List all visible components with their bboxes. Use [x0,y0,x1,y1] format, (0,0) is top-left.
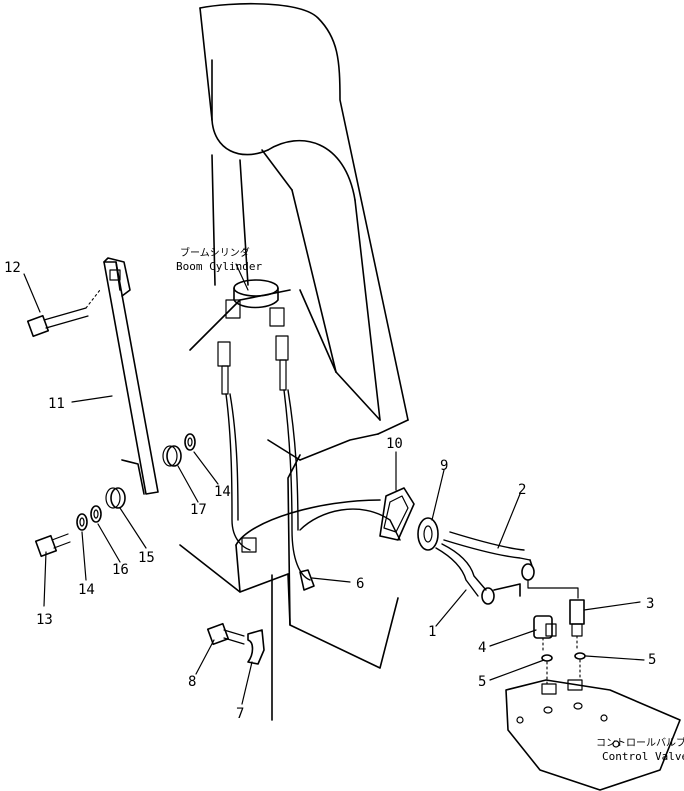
left-hose [217,341,257,553]
callout-11: 11 [48,396,65,412]
callout-5-left: 5 [478,674,486,690]
washer-14-upper [184,433,196,451]
spacer-17 [162,445,182,467]
plate-9 [417,517,439,551]
callout-15: 15 [138,550,155,566]
elbow-4 [533,615,557,651]
callout-10: 10 [386,436,403,452]
callout-16: 16 [112,562,129,578]
boom-cylinder [225,279,285,327]
o-ring-5-right [574,652,586,660]
o-ring-5-left [541,654,553,662]
boom-cylinder-jp-label: ブームシリンダ [180,246,250,259]
callout-17: 17 [190,502,207,518]
control-valve-jp-label: コントロールバルブ [596,736,684,749]
adapter-3 [527,579,585,649]
control-valve [505,659,681,791]
clamp-7 [247,629,265,665]
tube-1 [435,543,521,605]
callout-4: 4 [478,640,486,656]
callout-8: 8 [188,674,196,690]
bolt-8 [206,622,245,646]
boom-cylinder-en-label: Boom Cylinder [176,260,262,273]
callout-1: 1 [428,624,436,640]
bolt-13 [34,533,71,558]
hose-clamp [299,569,315,591]
control-valve-en-label: Control Valve [602,750,684,763]
callout-13: 13 [36,612,53,628]
boom-body [189,2,409,461]
callout-9: 9 [440,458,448,474]
frame-outline [179,454,399,721]
grommet-10 [379,487,415,541]
spacer-15 [105,487,126,509]
callout-14-lower: 14 [78,582,95,598]
callout-2: 2 [518,482,526,498]
washer-16 [90,505,102,523]
cover-plate [103,257,159,495]
right-hose [275,335,401,581]
leader-lines [23,263,645,705]
washer-14-lower [76,513,88,531]
callout-7: 7 [236,706,244,722]
callout-12: 12 [4,260,21,276]
bolt-12 [26,289,101,338]
callout-3: 3 [646,596,654,612]
callout-5-right: 5 [648,652,656,668]
tube-2 [443,531,535,581]
callout-6: 6 [356,576,364,592]
callout-14-upper: 14 [214,484,231,500]
